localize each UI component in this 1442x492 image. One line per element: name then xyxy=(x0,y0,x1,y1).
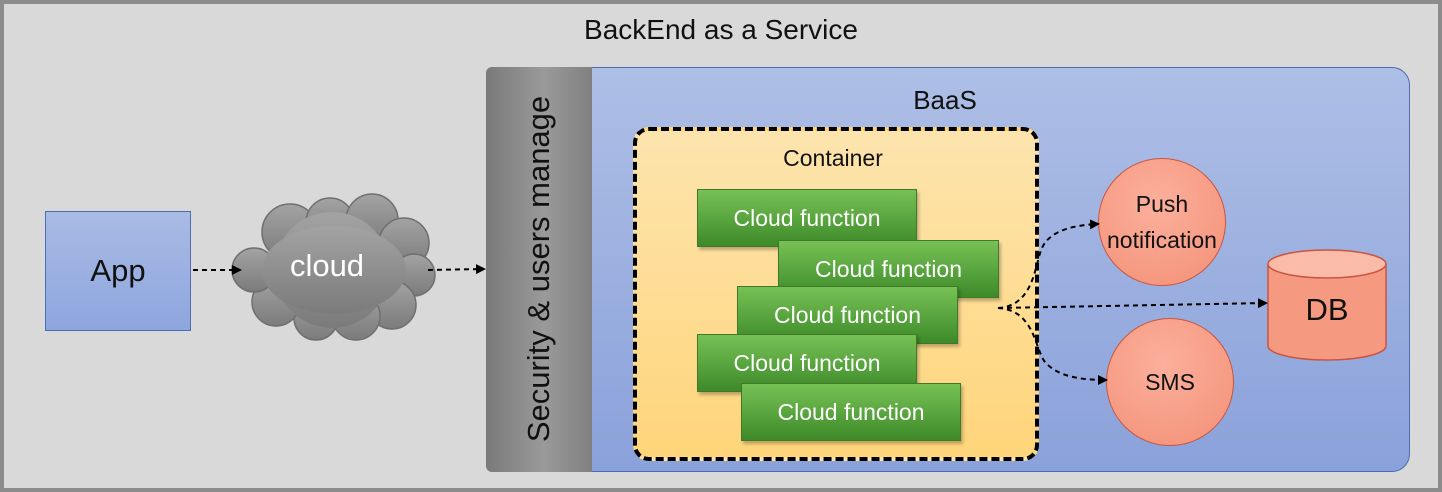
arrow-to-db xyxy=(997,298,1268,309)
security-panel: Security & users manage xyxy=(486,67,592,472)
cloud-label: cloud xyxy=(289,248,365,283)
arrow-to-push xyxy=(997,219,1100,309)
arrow-to-sms xyxy=(997,307,1108,385)
diagram-title: BackEnd as a Service xyxy=(584,14,858,45)
db-label: DB xyxy=(1305,292,1349,327)
arrow-cloud-to-baas xyxy=(427,264,486,275)
cloud-function-5: Cloud function xyxy=(741,383,961,441)
container-label: Container xyxy=(783,145,883,171)
app-box: App xyxy=(45,211,191,331)
push-notification-label: Push notification xyxy=(1107,191,1217,253)
cloud-function-4: Cloud function xyxy=(697,334,917,392)
app-label: App xyxy=(90,253,146,288)
baas-label: BaaS xyxy=(913,85,977,115)
sms-label: SMS xyxy=(1145,369,1195,395)
sms-node: SMS xyxy=(1106,318,1234,446)
